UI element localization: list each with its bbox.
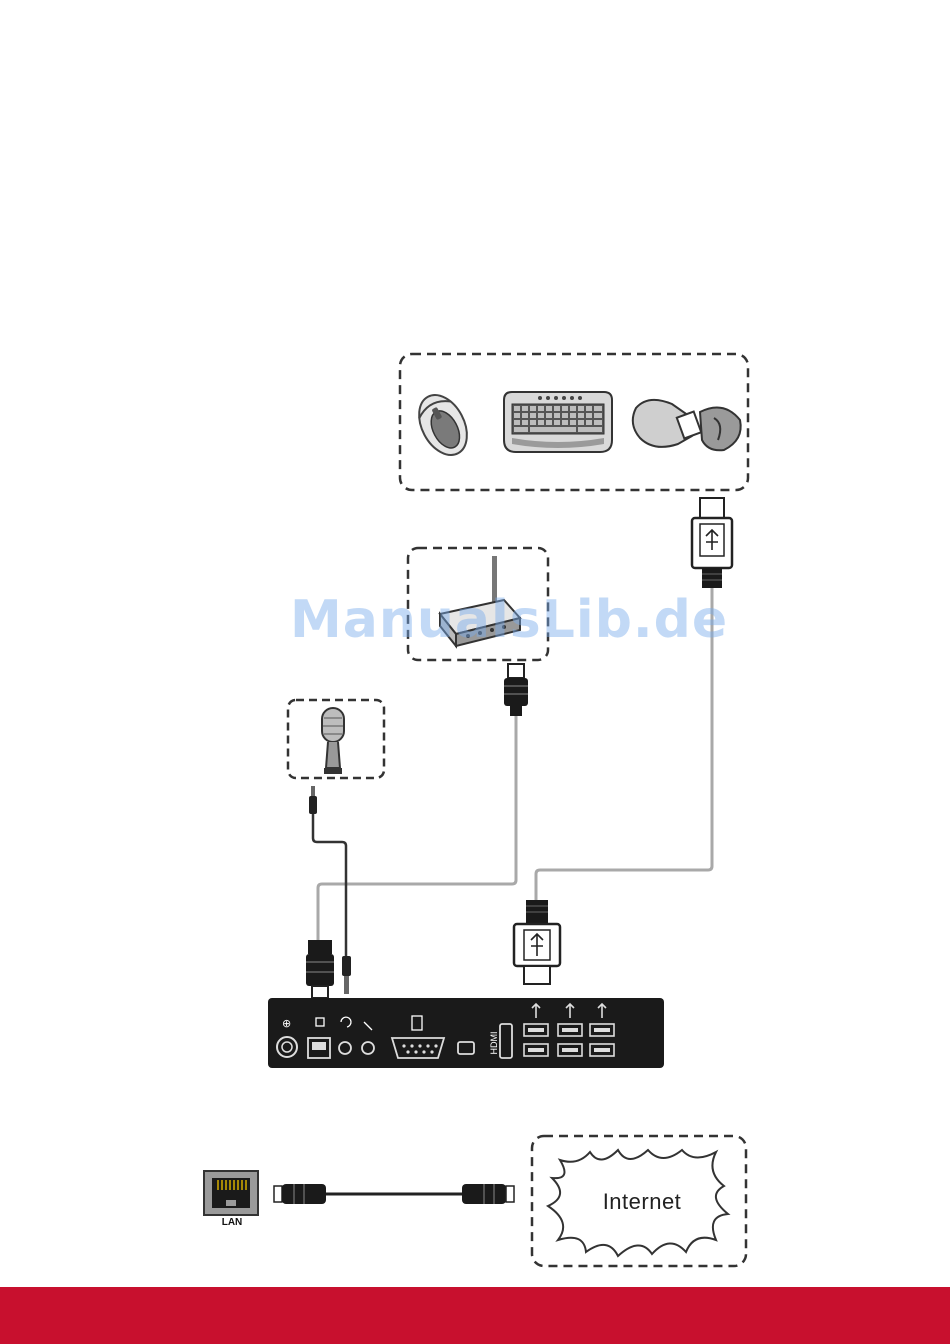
rj45-plug-icon xyxy=(504,664,528,716)
mouse-icon xyxy=(409,387,476,463)
panel-lan-plug xyxy=(306,940,334,998)
lan-label: LAN xyxy=(204,1217,260,1228)
internet-cable-plug-right xyxy=(462,1184,514,1204)
lan-cable xyxy=(318,716,516,940)
keyboard-icon xyxy=(504,392,612,452)
usb-dongle-icon xyxy=(633,400,741,450)
svg-text:⊕: ⊕ xyxy=(282,1017,291,1030)
lan-wall-port-icon xyxy=(204,1171,258,1215)
footer-bar xyxy=(0,1287,950,1344)
microphone-group xyxy=(288,700,384,778)
panel-audio-plug xyxy=(342,956,351,994)
audio-jack-plug-icon xyxy=(309,786,317,814)
internet-cable-plug-left xyxy=(274,1184,326,1204)
hdmi-label: HDMI xyxy=(481,1031,507,1055)
panel-usb-plug xyxy=(514,900,560,984)
internet-label: Internet xyxy=(562,1189,722,1215)
usb-plug-icon xyxy=(692,498,732,588)
input-devices-group xyxy=(400,354,748,490)
microphone-icon xyxy=(322,708,344,774)
watermark: ManualsLib.de xyxy=(290,590,728,650)
io-panel: ⊕ xyxy=(268,998,664,1068)
